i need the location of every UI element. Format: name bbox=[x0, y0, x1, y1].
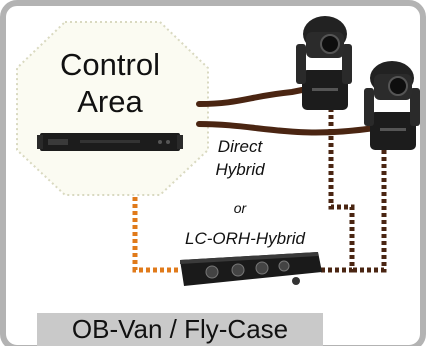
control-area-label-line2: Area bbox=[77, 84, 143, 119]
footer-label: OB-Van / Fly-Case bbox=[37, 313, 323, 346]
control-area-label-line1: Control bbox=[60, 47, 160, 82]
rack-unit-icon bbox=[37, 133, 183, 151]
label-or: or bbox=[233, 200, 247, 216]
hybrid-cable-1 bbox=[196, 87, 305, 107]
breakout-panel-icon bbox=[180, 252, 322, 286]
fiber-cable-control bbox=[132, 197, 180, 273]
label-lc-orh-hybrid: LC-ORH-Hybrid bbox=[185, 229, 305, 248]
control-area-octagon bbox=[16, 21, 209, 196]
hybrid-cable-2 bbox=[196, 121, 378, 136]
fiber-cable-camera1 bbox=[318, 108, 355, 273]
camera-icon bbox=[364, 61, 420, 150]
label-hybrid: Hybrid bbox=[215, 160, 265, 179]
camera-icon bbox=[296, 16, 352, 110]
label-direct: Direct bbox=[217, 137, 263, 156]
fiber-cable-camera2 bbox=[352, 150, 387, 273]
